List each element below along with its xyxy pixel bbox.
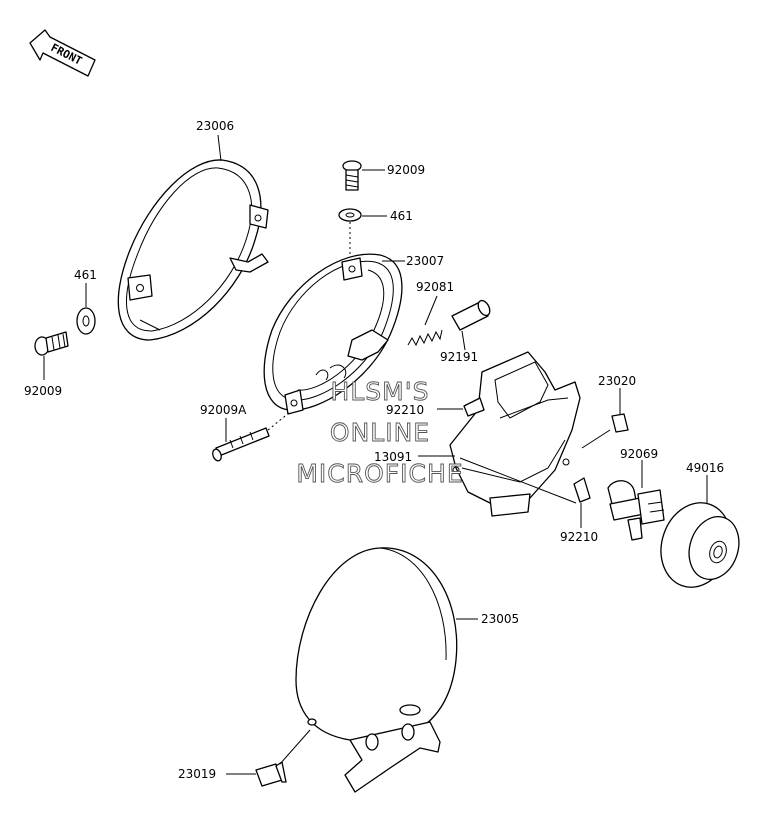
label-92069: 92069	[620, 447, 658, 461]
label-92210-a: 92210	[386, 403, 424, 417]
label-23006: 23006	[196, 119, 234, 133]
label-13091: 13091	[374, 450, 412, 464]
label-23019: 23019	[178, 767, 216, 781]
dust-cover-49016	[660, 502, 740, 588]
label-23007: 23007	[406, 254, 444, 268]
collar-92191	[451, 299, 491, 331]
label-23020: 23020	[598, 374, 636, 388]
clip-23020	[611, 413, 629, 433]
label-92009-left: 92009	[24, 384, 62, 398]
clip-92210-a	[463, 397, 485, 417]
bulb-92069	[607, 480, 665, 541]
washer-461-top	[338, 208, 362, 222]
headlight-shell-23005	[295, 547, 458, 793]
watermark-line1: HLSM'S	[331, 377, 430, 406]
headlight-rim-23006	[117, 159, 269, 341]
label-23005: 23005	[481, 612, 519, 626]
label-92009-top: 92009	[387, 163, 425, 177]
bracket-13091	[449, 351, 581, 517]
headlight-frame-23007	[263, 253, 403, 415]
washer-461-left	[76, 307, 96, 335]
label-92081: 92081	[416, 280, 454, 294]
screw-92009-top	[342, 160, 362, 191]
front-direction-arrow: FRONT	[29, 29, 96, 77]
watermark-line3: MICROFICHE	[296, 459, 463, 488]
label-461-left: 461	[74, 268, 97, 282]
watermark-line2: ONLINE	[330, 418, 430, 447]
label-92210-b: 92210	[560, 530, 598, 544]
label-49016: 49016	[686, 461, 724, 475]
spring-92081	[407, 329, 443, 347]
watermark: HLSM'S ONLINE MICROFICHE	[296, 377, 463, 489]
label-92191: 92191	[440, 350, 478, 364]
screw-92009-left	[34, 331, 69, 356]
clip-92210-b	[573, 477, 591, 503]
label-92009A: 92009A	[200, 403, 247, 417]
label-461-top: 461	[390, 209, 413, 223]
bolt-92009A	[212, 427, 270, 462]
bolt-23019	[255, 761, 287, 787]
